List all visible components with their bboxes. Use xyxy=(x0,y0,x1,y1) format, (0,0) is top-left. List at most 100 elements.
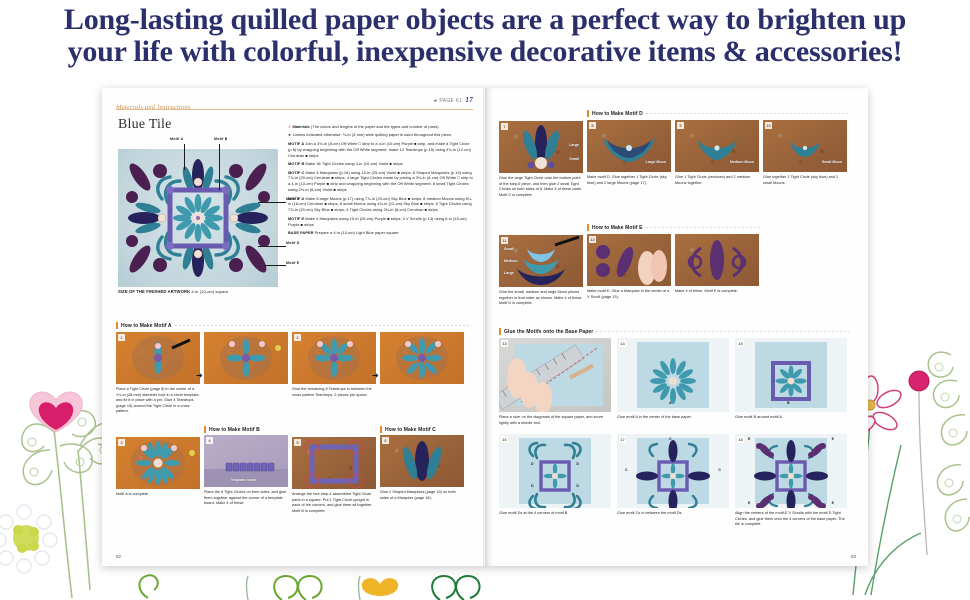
step-photo: 5 xyxy=(292,437,376,489)
folio-right: 63 xyxy=(850,554,856,559)
arrow-icon: ➜ xyxy=(196,371,203,380)
step-caption: Place the 8 Tight Circles on their sides… xyxy=(204,490,287,505)
folio-left: 62 xyxy=(116,554,122,559)
pom-flower xyxy=(0,504,58,574)
step-caption: Make motif D. Glue together 1 Tight Circ… xyxy=(587,175,667,185)
photo-label-c: C xyxy=(669,501,672,505)
chapter-title: Blue Tile xyxy=(118,117,172,132)
photo-label-large: Large xyxy=(569,143,579,147)
step-cell: 18 xyxy=(735,434,847,528)
photo-label-e: E xyxy=(748,437,751,441)
book-page-left: Materials and Instructions ◄ PAGE 61: 17… xyxy=(102,88,485,566)
section-motif-a: How to Make Motif A 1 P xyxy=(116,322,471,415)
step-photo: 6 xyxy=(380,435,464,487)
photo-label-e: E xyxy=(748,501,751,505)
step-photo: 13 xyxy=(499,338,611,412)
check-icon: ✓ xyxy=(288,124,292,129)
step-cell: 2 Glue the xyxy=(292,332,376,415)
step-cell: How to Make Motif C 6 Glue 2 Shaped Marq… xyxy=(380,426,464,514)
section-motif-e: 11 Small Medium Large Glue the small, me… xyxy=(499,224,849,307)
materials-entry: MOTIF A Join a 3⅛-in (8-cm) Off White □ … xyxy=(288,140,472,158)
artwork-size-caption: SIZE OF THE FINISHED ARTWORK 4-in (10-cm… xyxy=(118,289,229,294)
step-photo: 9 Medium Moon xyxy=(675,120,759,172)
step-cell: ➜ xyxy=(372,332,464,415)
step-photo: 15 B xyxy=(735,338,847,412)
step-photo: 14 xyxy=(617,338,729,412)
section-motif-b-c: 3 xyxy=(116,426,471,514)
section-glue-motifs: Glue the Motifs onto the Base Paper 13 xyxy=(499,328,849,528)
section-heading-motif-c: How to Make Motif C xyxy=(380,426,464,433)
step-caption: Align the centers of the motif-E V Scrol… xyxy=(735,511,845,526)
book-page-right: 7 Large Small Glue the large Tight Circl… xyxy=(485,88,868,566)
photo-label-d: D xyxy=(531,484,534,488)
running-head-left: Materials and Instructions ◄ PAGE 61: 17 xyxy=(116,96,473,111)
section-heading-glue-motifs: Glue the Motifs onto the Base Paper xyxy=(499,328,849,335)
photo-label-c: C xyxy=(669,437,672,441)
step-cell: 13 xyxy=(499,338,611,426)
step-cell: How to Make Motif B 4 xyxy=(204,426,288,514)
hero-artwork-figure: Motif A Motif B Motif C Motif D Motif E … xyxy=(118,137,299,294)
page-headline: Long-lasting quilled paper objects are a… xyxy=(0,4,970,68)
step-photo xyxy=(204,332,288,384)
running-head-text: Materials and Instructions xyxy=(116,104,191,111)
step-photo: 3 xyxy=(116,437,200,489)
step-caption: Place a Tight Circle (page 8) in the cen… xyxy=(116,387,200,413)
section-bar-icon xyxy=(499,328,501,335)
step-photo: 11 Small Medium Large xyxy=(499,235,583,287)
section-motif-d: 7 Large Small Glue the large Tight Circl… xyxy=(499,110,849,198)
step-cell: 9 Medium Moon Glue 1 Tight Circle (cerul… xyxy=(675,120,759,186)
materials-list: ✓ Materials (The colors and lengths of t… xyxy=(288,124,473,239)
section-rule xyxy=(645,227,761,228)
step-cell: 8 Large Moon Make motif D. Glue together… xyxy=(587,120,671,186)
step-cell: 5 Arrange the four step-4 assembled Tigh… xyxy=(292,426,376,514)
blue-tile-artwork-photo xyxy=(118,149,278,287)
step-photo: 17 xyxy=(617,434,729,508)
materials-entry: MOTIF B Make 36 Tight Circles using 4-in… xyxy=(288,161,403,167)
step-photo: 12 xyxy=(587,234,671,286)
step-caption: Glue the large Tight Circle onto the bot… xyxy=(499,176,583,197)
headline-line-1: Long-lasting quilled paper objects are a… xyxy=(63,3,907,36)
step-cell: ➜ xyxy=(196,332,288,415)
callout-label-motif-b: Motif B xyxy=(214,137,228,141)
step-caption: Motif A is complete. xyxy=(116,492,150,496)
section-rule xyxy=(645,113,849,114)
pink-bud xyxy=(908,370,930,556)
step-cell: 3 xyxy=(116,426,200,514)
materials-entry: MOTIF D Make 8 large Moons (p.17) using … xyxy=(288,195,473,213)
step-caption: Glue motif Cs in between the motif Ds. xyxy=(617,511,683,515)
step-cell: 12 Make motif E. Glue a Marquise in the … xyxy=(587,234,671,300)
materials-entry: BASE PAPER Prepare a 4-in (10-cm) Light … xyxy=(288,230,399,236)
step-photo: 8 Large Moon xyxy=(587,120,671,172)
photo-label: Template board xyxy=(230,478,257,482)
step-cell: ➜ Make 4 of these. Motif E is complete. xyxy=(675,234,759,300)
section-bar-icon xyxy=(587,224,589,231)
book-spread: Materials and Instructions ◄ PAGE 61: 17… xyxy=(102,88,868,566)
step-cell: 1 Place a Tight Circle (page 8) in the c… xyxy=(116,332,200,415)
step-cell: 11 Small Medium Large Glue the small, me… xyxy=(499,224,583,307)
section-bar-icon xyxy=(116,322,118,329)
step-caption: Glue motif B around motif A. xyxy=(735,415,784,419)
step-caption: Glue motif Ds at the 4 corners of motif … xyxy=(499,511,569,515)
section-bar-icon xyxy=(204,426,206,433)
step-caption: Glue the small, medium and large Moon pi… xyxy=(499,290,583,305)
step-caption: Arrange the four step-4 assembled Tight … xyxy=(292,492,373,513)
photo-label: Large Moon xyxy=(645,160,666,164)
step-photo: 16 xyxy=(499,434,611,508)
photo-label-d: D xyxy=(576,484,579,488)
section-rule xyxy=(596,331,849,332)
section-bar-icon xyxy=(587,110,589,117)
step-photo: 18 xyxy=(735,434,847,508)
section-group-motif-d: How to Make Motif D 8 xyxy=(587,110,849,198)
section-rule xyxy=(174,325,471,326)
callout-label-motif-a: Motif A xyxy=(170,137,184,141)
section-bar-icon xyxy=(380,426,382,433)
photo-label: Small Moon xyxy=(821,160,842,164)
section-heading-motif-a: How to Make Motif A xyxy=(116,322,471,329)
photo-label-a: A xyxy=(669,401,672,405)
step-photo: 10 Small Moon xyxy=(763,120,847,172)
step-photo: 4 Template board xyxy=(204,435,288,487)
section-heading-motif-e: How to Make Motif E xyxy=(587,224,761,231)
step-cell: 16 xyxy=(499,434,611,528)
callout-label-motif-d: Motif D xyxy=(286,241,300,245)
step-caption: Glue 2 Shaped Marquises (page 19) on bot… xyxy=(380,490,456,500)
